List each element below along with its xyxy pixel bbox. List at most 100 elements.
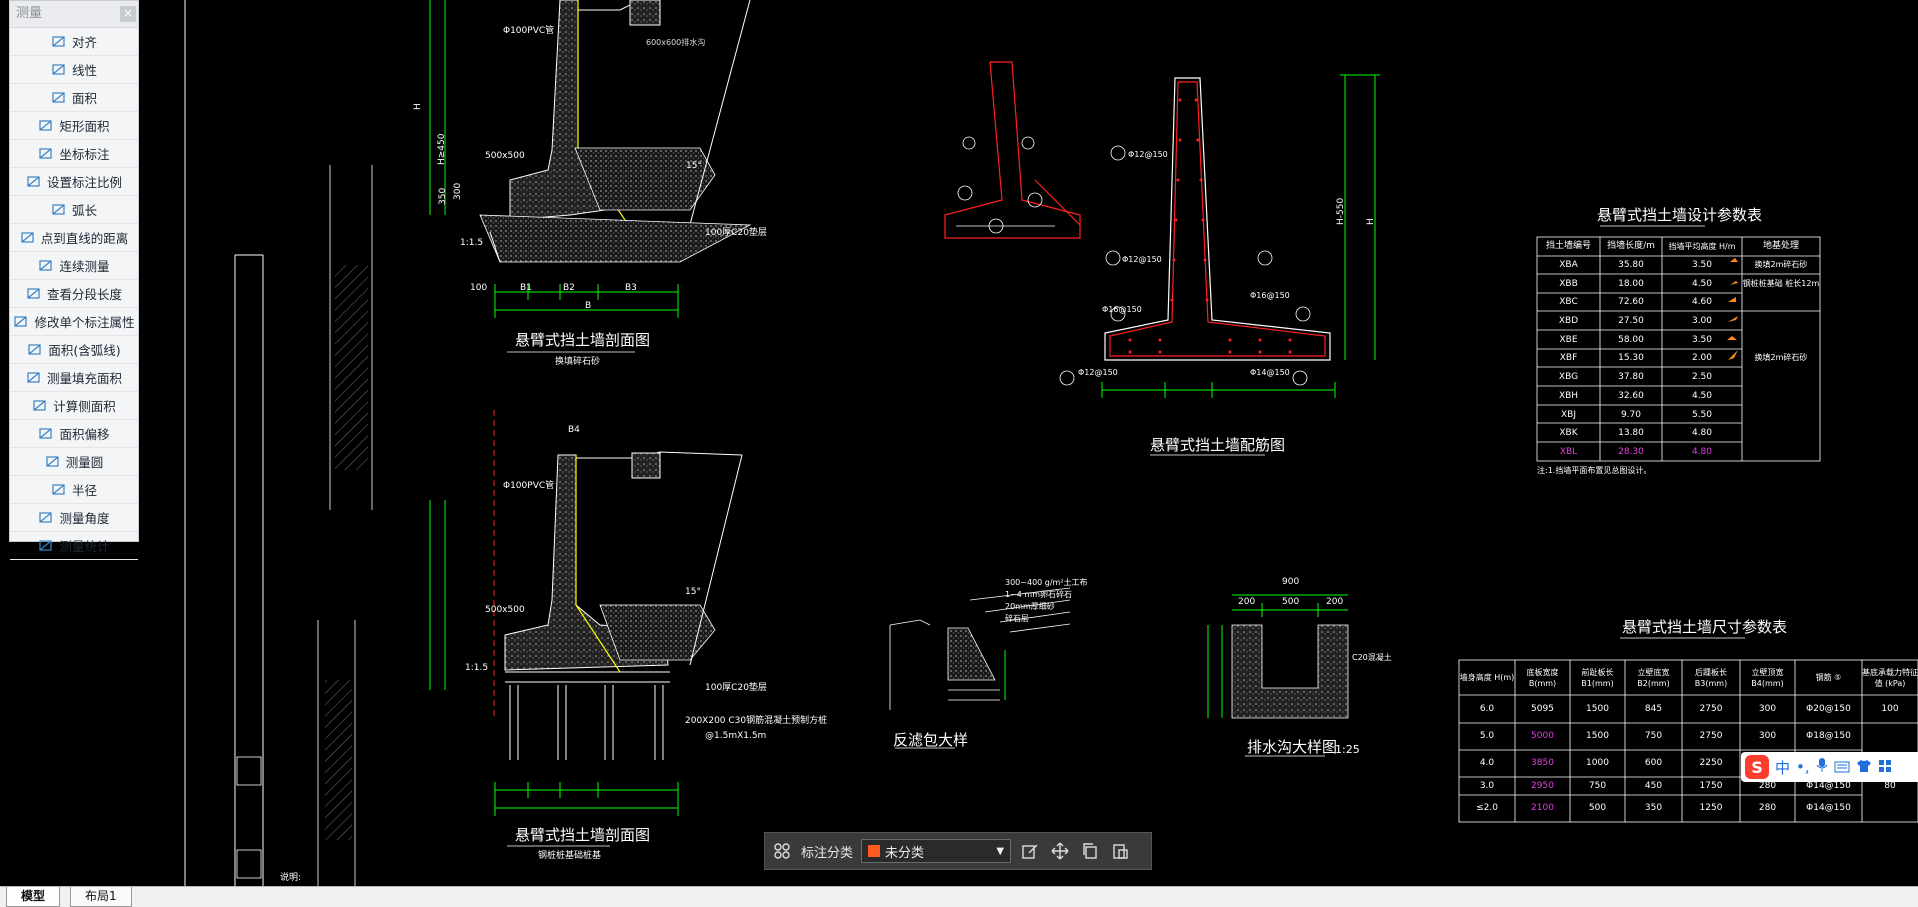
fill-area-icon (26, 371, 42, 385)
keyboard-icon[interactable] (1834, 758, 1850, 777)
table-cell: 2750 (1699, 704, 1723, 714)
tool-item-13[interactable]: 计算侧面积 (10, 392, 138, 420)
tab-model[interactable]: 模型 (6, 887, 61, 907)
statistics-icon (38, 539, 54, 553)
table-cell: 4.50 (1691, 390, 1713, 401)
radius-icon (51, 483, 67, 497)
table-cell: 450 (1644, 781, 1663, 791)
table-cell: 13.80 (1618, 428, 1644, 439)
align-icon (51, 35, 67, 49)
pile-spacing-label: @1.5mX1.5m (705, 731, 766, 741)
table-cell (1742, 312, 1820, 331)
tool-item-8[interactable]: 连续测量 (10, 252, 138, 280)
pipe-label-2: Φ100PVC管 (503, 479, 554, 491)
tool-label: 面积偏移 (59, 427, 110, 442)
b2-label: B2 (563, 283, 575, 293)
section1-subtitle: 换填碎石砂 (555, 355, 600, 367)
table-header-cell: 立壁底宽 B2(mm) (1637, 667, 1670, 688)
tool-label: 半径 (71, 483, 97, 498)
tool-label: 测量填充面积 (46, 371, 122, 386)
tool-label: 面积(含弧线) (48, 343, 121, 358)
tool-item-15[interactable]: 测量圆 (10, 448, 138, 476)
layout-tabbar: 模型 布局1 (0, 886, 1918, 907)
note-label: 说明: (280, 871, 301, 883)
table-cell (1862, 795, 1918, 822)
skin-shirt-icon[interactable] (1856, 758, 1872, 777)
ime-punct-toggle[interactable]: •, (1796, 758, 1810, 776)
sogou-logo-icon[interactable]: S (1745, 755, 1769, 779)
table-cell: 4.50 (1691, 278, 1713, 289)
table-cell: 5.0 (1479, 731, 1495, 741)
ime-language-toggle[interactable]: 中 (1775, 758, 1791, 777)
grid-apps-icon[interactable] (771, 840, 793, 862)
microphone-icon[interactable] (1816, 757, 1828, 777)
tool-item-9[interactable]: 查看分段长度 (10, 280, 138, 308)
annotation-category-select[interactable]: 未分类 ▼ (861, 839, 1012, 863)
table-cell: 280 (1758, 803, 1777, 813)
paste-icon[interactable] (1109, 840, 1131, 862)
c20-label-2: 100厚C20垫层 (705, 681, 767, 693)
ime-toolbar: S 中 •, (1741, 752, 1918, 782)
table-cell: 280 (1758, 781, 1777, 791)
table-cell: 1000 (1586, 758, 1609, 768)
edit-annotation-icon (13, 315, 29, 329)
tool-item-18[interactable]: 测量统计 (10, 532, 138, 560)
h450-label-1: H≥450 (437, 133, 447, 165)
rebar-label-6: Φ14@150 (1250, 368, 1290, 377)
tool-item-7[interactable]: 点到直线的距离 (10, 224, 138, 252)
tool-item-1[interactable]: 线性 (10, 56, 138, 84)
segment-length-icon (26, 287, 42, 301)
tool-item-0[interactable]: 对齐 (10, 28, 138, 56)
cad-drawing-canvas[interactable]: Φ100PVC管 600x600排水沟 500x500 100厚C20垫层 1:… (0, 0, 1918, 886)
tool-label: 计算侧面积 (53, 399, 116, 414)
table-cell: XBH (1558, 390, 1579, 401)
table-cell: ≤2.0 (1476, 803, 1498, 813)
table-cell (1742, 331, 1820, 350)
table-header-cell: 后踵板长 B3(mm) (1694, 667, 1728, 688)
edit-icon[interactable] (1019, 840, 1041, 862)
ratio-label-1: 1:1.5 (460, 238, 483, 248)
toolbox-grid-icon[interactable] (1878, 758, 1892, 777)
table-cell: 58.00 (1618, 334, 1644, 345)
tool-item-2[interactable]: 面积 (10, 84, 138, 112)
tool-label: 对齐 (71, 35, 97, 50)
tab-layout1[interactable]: 布局1 (70, 887, 132, 907)
side-area-icon (32, 399, 48, 413)
t1-h3: 地基处理 (1762, 241, 1799, 251)
close-icon[interactable]: × (120, 6, 136, 22)
section2-title: 悬臂式挡土墙剖面图 (515, 826, 650, 844)
table-cell: 37.80 (1618, 372, 1644, 383)
drain-900: 900 (1282, 577, 1299, 587)
pipe-label-1: Φ100PVC管 (503, 24, 554, 36)
move-icon[interactable] (1049, 840, 1071, 862)
d300-label: 300 (453, 183, 463, 200)
tool-item-4[interactable]: 坐标标注 (10, 140, 138, 168)
tool-item-3[interactable]: 矩形面积 (10, 112, 138, 140)
b3-label: B3 (625, 283, 637, 293)
table-cell: 80 (1884, 781, 1896, 791)
tool-item-11[interactable]: 面积(含弧线) (10, 336, 138, 364)
drain-200a: 200 (1238, 597, 1255, 607)
tool-item-17[interactable]: 测量角度 (10, 504, 138, 532)
copy-icon[interactable] (1079, 840, 1101, 862)
filter-note-d: 碎石层 (1005, 613, 1029, 623)
circle-icon (45, 455, 61, 469)
table-cell: 750 (1588, 781, 1607, 791)
tool-item-12[interactable]: 测量填充面积 (10, 364, 138, 392)
table-header-cell: 前趾板长 B1(mm) (1581, 667, 1614, 688)
tool-item-14[interactable]: 面积偏移 (10, 420, 138, 448)
tool-item-5[interactable]: 设置标注比例 (10, 168, 138, 196)
continuous-measure-icon (38, 259, 54, 273)
tool-label: 面积 (71, 91, 97, 106)
table-cell: 1500 (1586, 731, 1609, 741)
rebar-title: 悬臂式挡土墙配筋图 (1150, 436, 1285, 454)
tool-item-16[interactable]: 半径 (10, 476, 138, 504)
tool-item-6[interactable]: 弧长 (10, 196, 138, 224)
tool-item-10[interactable]: 修改单个标注属性 (10, 308, 138, 336)
